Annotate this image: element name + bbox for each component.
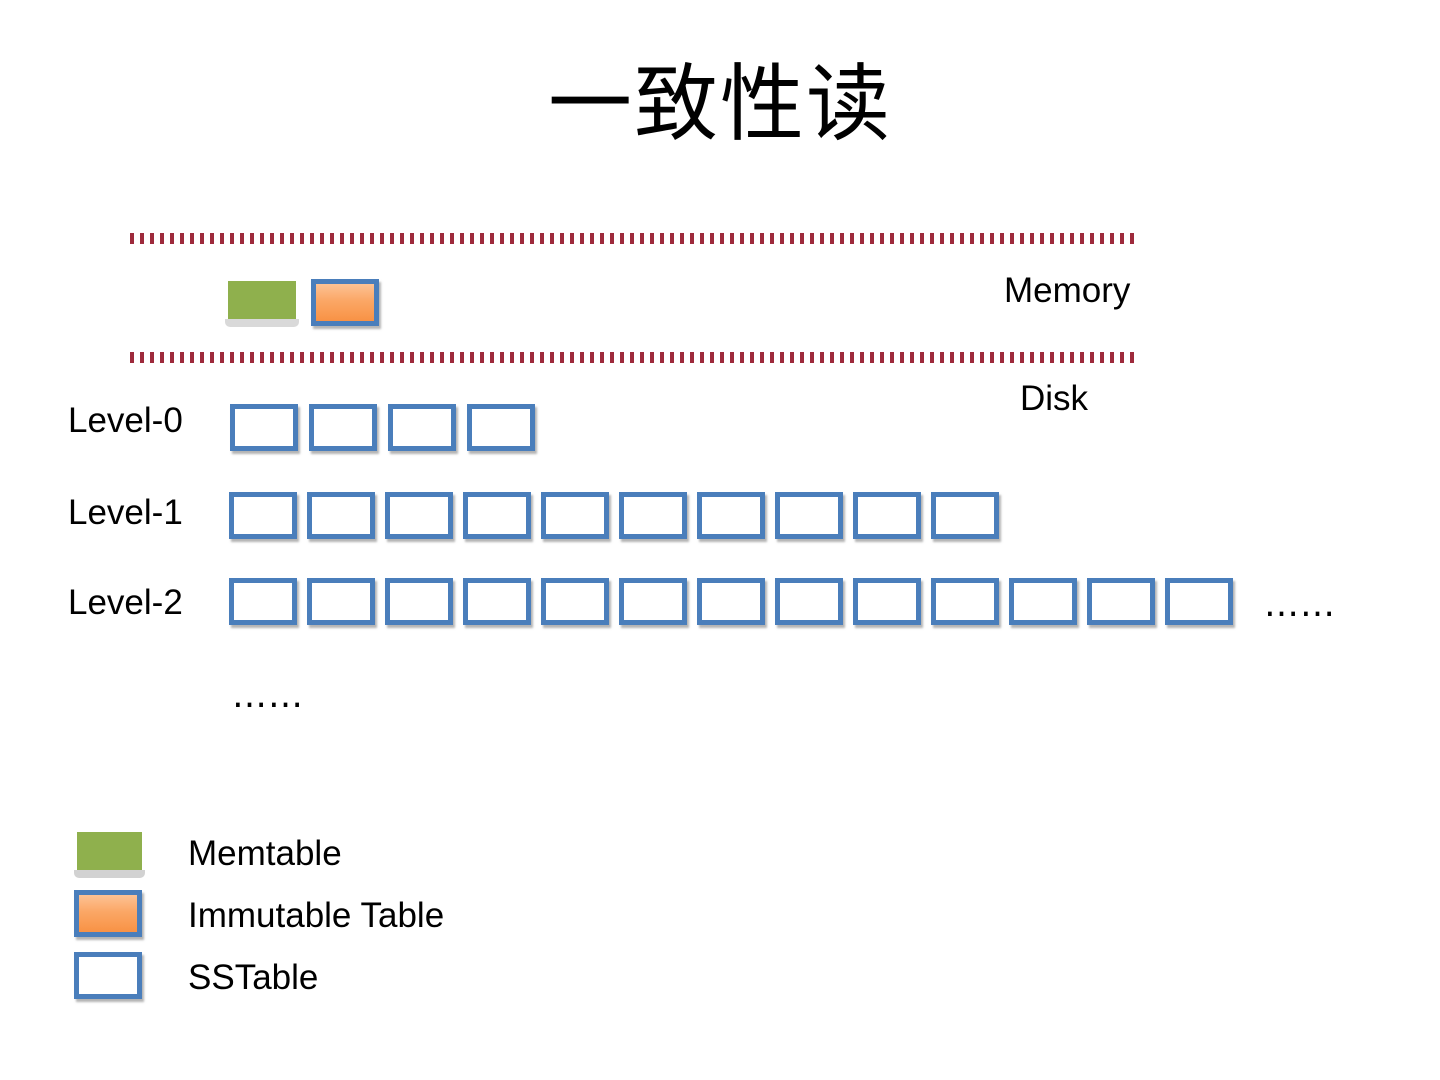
sstable-box <box>697 492 765 539</box>
legend-label-memtable: Memtable <box>188 834 342 873</box>
memory-region-label: Memory <box>1004 271 1131 310</box>
legend-item-memtable: Memtable <box>74 828 674 890</box>
memory-disk-divider <box>130 352 1136 363</box>
sstable-box <box>931 578 999 625</box>
legend-swatch-sstable <box>74 952 146 1004</box>
sstable-box <box>541 492 609 539</box>
sstable-box <box>541 578 609 625</box>
legend-item-sstable: SSTable <box>74 952 674 1014</box>
memtable-base-shape <box>225 319 299 327</box>
sstable-box <box>385 578 453 625</box>
sstable-icon <box>74 952 142 999</box>
sstable-box <box>309 404 377 451</box>
sstable-box <box>229 492 297 539</box>
legend-label-immutable-table: Immutable Table <box>188 896 445 935</box>
sstable-box <box>230 404 298 451</box>
disk-region-label: Disk <box>1020 379 1089 418</box>
sstable-box <box>775 492 843 539</box>
sstable-box <box>619 578 687 625</box>
sstable-box <box>775 578 843 625</box>
legend-swatch-immutable <box>74 890 146 942</box>
sstable-box <box>229 578 297 625</box>
sstable-box <box>931 492 999 539</box>
sstable-box <box>307 492 375 539</box>
legend: Memtable Immutable Table SSTable <box>74 828 674 1014</box>
sstable-box <box>697 578 765 625</box>
sstable-box <box>1009 578 1077 625</box>
level-label-0: Level-0 <box>68 401 183 440</box>
legend-swatch-memtable <box>74 828 146 880</box>
page-title: 一致性读 <box>547 55 892 153</box>
legend-label-sstable: SSTable <box>188 958 319 997</box>
more-levels-continuation: …… <box>232 676 304 716</box>
level-2-continuation: …… <box>1264 585 1336 625</box>
level-label-2: Level-2 <box>68 583 183 622</box>
sstable-box <box>463 578 531 625</box>
memory-top-divider <box>130 233 1136 244</box>
memtable-base-icon <box>74 870 145 878</box>
sstable-box <box>388 404 456 451</box>
level-label-1: Level-1 <box>68 493 183 532</box>
immutable-table-icon <box>74 890 142 937</box>
memtable-shape <box>228 281 296 319</box>
sstable-box <box>619 492 687 539</box>
sstable-box <box>467 404 535 451</box>
sstable-box <box>463 492 531 539</box>
sstable-box <box>853 492 921 539</box>
immutable-table-shape <box>311 279 379 326</box>
sstable-box <box>1165 578 1233 625</box>
sstable-box <box>853 578 921 625</box>
legend-item-immutable-table: Immutable Table <box>74 890 674 952</box>
sstable-box <box>385 492 453 539</box>
memtable-icon <box>77 832 142 870</box>
sstable-box <box>1087 578 1155 625</box>
sstable-box <box>307 578 375 625</box>
